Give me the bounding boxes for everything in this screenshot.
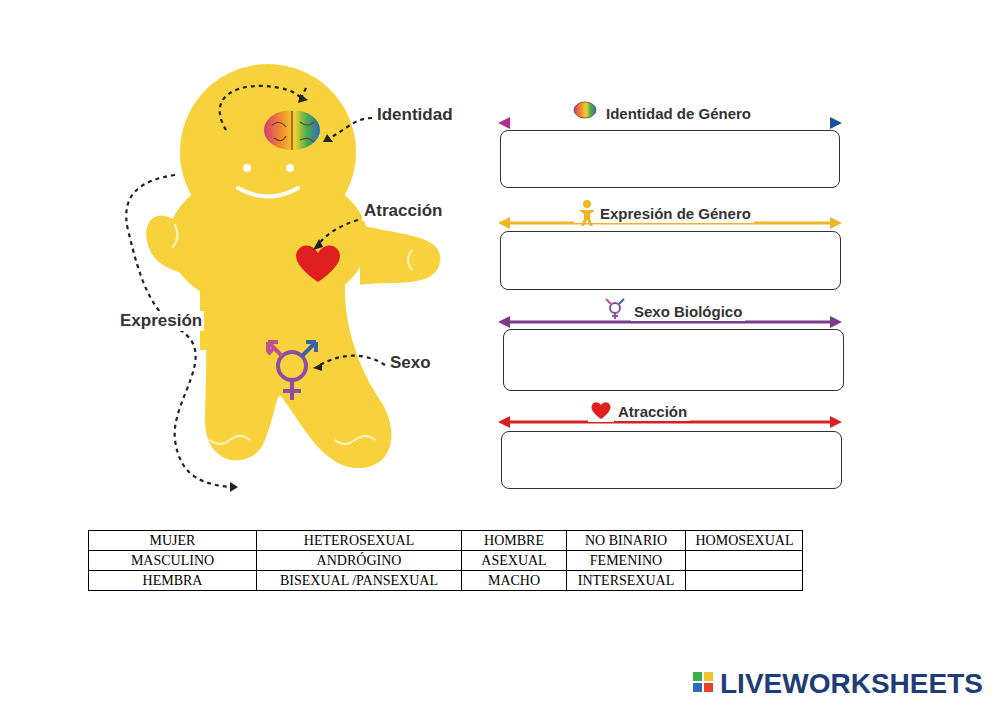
sex-symbol [268, 342, 316, 400]
table-cell: HETEROSEXUAL [304, 532, 414, 550]
table-cell: MASCULINO [131, 552, 214, 570]
spectrum-box: Sexo Biológico [503, 300, 844, 391]
watermark: LIVEWORKSHEETS [720, 668, 983, 700]
table-cell: ASEXUAL [481, 552, 546, 570]
logo-icon [693, 672, 713, 692]
table-cell: HOMOSEXUAL [696, 532, 794, 550]
heart-icon [296, 246, 340, 282]
brain-icon [264, 110, 320, 150]
table-cell: ANDRÓGINO [317, 552, 402, 570]
spectrum-box: Expresión de Género [500, 201, 841, 290]
spectrum-heading: Sexo Biológico [631, 303, 745, 321]
spectrum-heading: Atracción [615, 403, 690, 421]
spectrum-box: Identidad de Género [500, 100, 840, 188]
table-cell: MUJER [150, 532, 196, 550]
word-table [88, 530, 803, 591]
callout-label: Atracción [362, 201, 444, 221]
spectrum-box: Atracción [501, 401, 842, 489]
table-cell: MACHO [488, 572, 540, 590]
callout-label: Sexo [388, 353, 433, 373]
callout-label: Identidad [375, 105, 455, 125]
answer-box [500, 130, 840, 188]
table-cell: BISEXUAL /PANSEXUAL [280, 572, 438, 590]
table-cell: INTERSEXUAL [578, 572, 674, 590]
table-cell: HOMBRE [484, 532, 544, 550]
table-cell: FEMENINO [590, 552, 662, 570]
answer-box [500, 231, 841, 290]
spectrum-heading: Identidad de Género [603, 105, 754, 123]
callout-label: Expresión [118, 311, 204, 331]
answer-box [501, 431, 842, 489]
table-cell: NO BINARIO [585, 532, 667, 550]
table-cell: HEMBRA [143, 572, 203, 590]
spectrum-heading: Expresión de Género [597, 205, 754, 223]
answer-box [503, 329, 844, 391]
